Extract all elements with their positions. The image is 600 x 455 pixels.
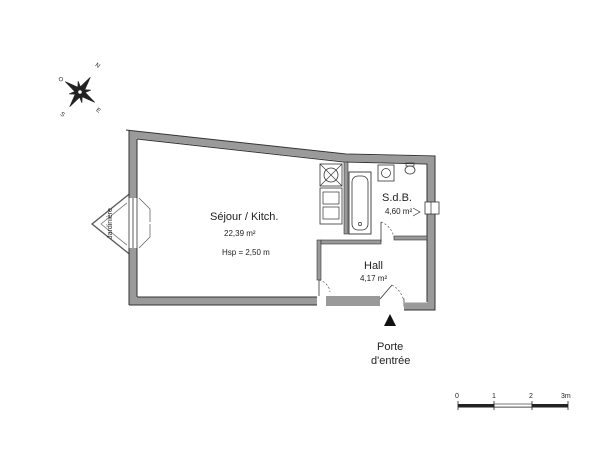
balcony-window bbox=[127, 197, 151, 249]
scale-tick-2: 2 bbox=[529, 393, 533, 400]
planter-label: Jardinière bbox=[106, 208, 114, 239]
room-area-hall: 4,17 m² bbox=[360, 274, 388, 283]
exterior-walls bbox=[125, 129, 436, 311]
scale-tick-0: 0 bbox=[455, 393, 459, 400]
toilet-icon bbox=[404, 162, 416, 175]
kitchen-stove-icon bbox=[319, 163, 343, 187]
scale-tick-1: 1 bbox=[492, 393, 496, 400]
entrance-label-line2: d'entrée bbox=[371, 355, 411, 367]
living-door bbox=[318, 279, 331, 296]
compass-rose-icon bbox=[65, 77, 95, 107]
room-area-sejour: 22,39 m² bbox=[224, 229, 256, 238]
room-name-hall: Hall bbox=[364, 260, 383, 272]
room-name-sejour: Séjour / Kitch. bbox=[210, 211, 279, 223]
scale-bar bbox=[457, 401, 569, 410]
scale-tick-3m: 3m bbox=[561, 393, 571, 400]
kitchen-sink-icon bbox=[319, 187, 343, 225]
bathroom-window bbox=[424, 201, 440, 215]
entrance-label-line1: Porte bbox=[377, 341, 404, 353]
bathroom-radiator-icon bbox=[412, 207, 421, 217]
room-area-sdb: 4,60 m² bbox=[385, 207, 413, 216]
bathtub-icon bbox=[348, 171, 372, 235]
entrance-door bbox=[379, 284, 405, 303]
room-height-sejour: Hsp = 2,50 m bbox=[222, 248, 270, 257]
interior-walls bbox=[316, 161, 428, 281]
entrance-arrow-icon bbox=[384, 314, 396, 326]
washbasin-icon bbox=[377, 164, 395, 182]
bathroom-door bbox=[380, 221, 395, 242]
room-name-sdb: S.d.B. bbox=[382, 192, 412, 204]
